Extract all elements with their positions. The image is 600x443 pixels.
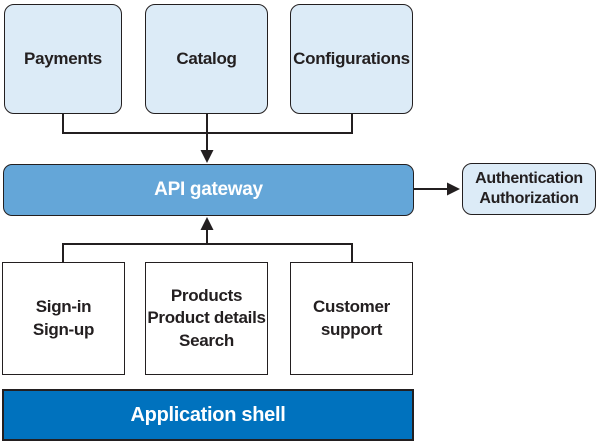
arrow-up-icon [200, 217, 214, 230]
mfe-line: Sign-up [32, 319, 95, 339]
mfe-line: Customer [313, 297, 390, 317]
mfe-line: Search [179, 330, 234, 350]
service-label: Configurations [293, 48, 410, 68]
service-box-payments: Payments [4, 4, 122, 114]
top-merge-line [62, 114, 353, 134]
bottom-merge-line [62, 243, 353, 262]
mfe-line: Sign-in [35, 297, 92, 317]
arrow-right-icon [447, 182, 460, 196]
mfe-line: support [320, 319, 383, 339]
service-box-configurations: Configurations [290, 4, 413, 114]
auth-line-1: Authentication [475, 170, 583, 187]
service-label: Catalog [176, 48, 237, 68]
application-shell-label: Application shell [130, 404, 286, 426]
mfe-box-products: Products Product details Search [145, 262, 268, 375]
service-label: Payments [24, 48, 102, 68]
api-gateway-bar: API gateway [3, 164, 414, 216]
arrow-down-icon [200, 150, 214, 163]
mfe-box-customer-support: Customer support [290, 262, 413, 375]
mfe-box-signin: Sign-in Sign-up [2, 262, 125, 375]
mfe-line: Products [170, 286, 243, 306]
service-box-catalog: Catalog [145, 4, 268, 114]
auth-line-2: Authorization [479, 190, 579, 207]
api-gateway-label: API gateway [154, 178, 263, 200]
auth-box: Authentication Authorization [462, 163, 596, 215]
application-shell-bar: Application shell [2, 389, 414, 441]
mfe-line: Product details [147, 308, 266, 328]
